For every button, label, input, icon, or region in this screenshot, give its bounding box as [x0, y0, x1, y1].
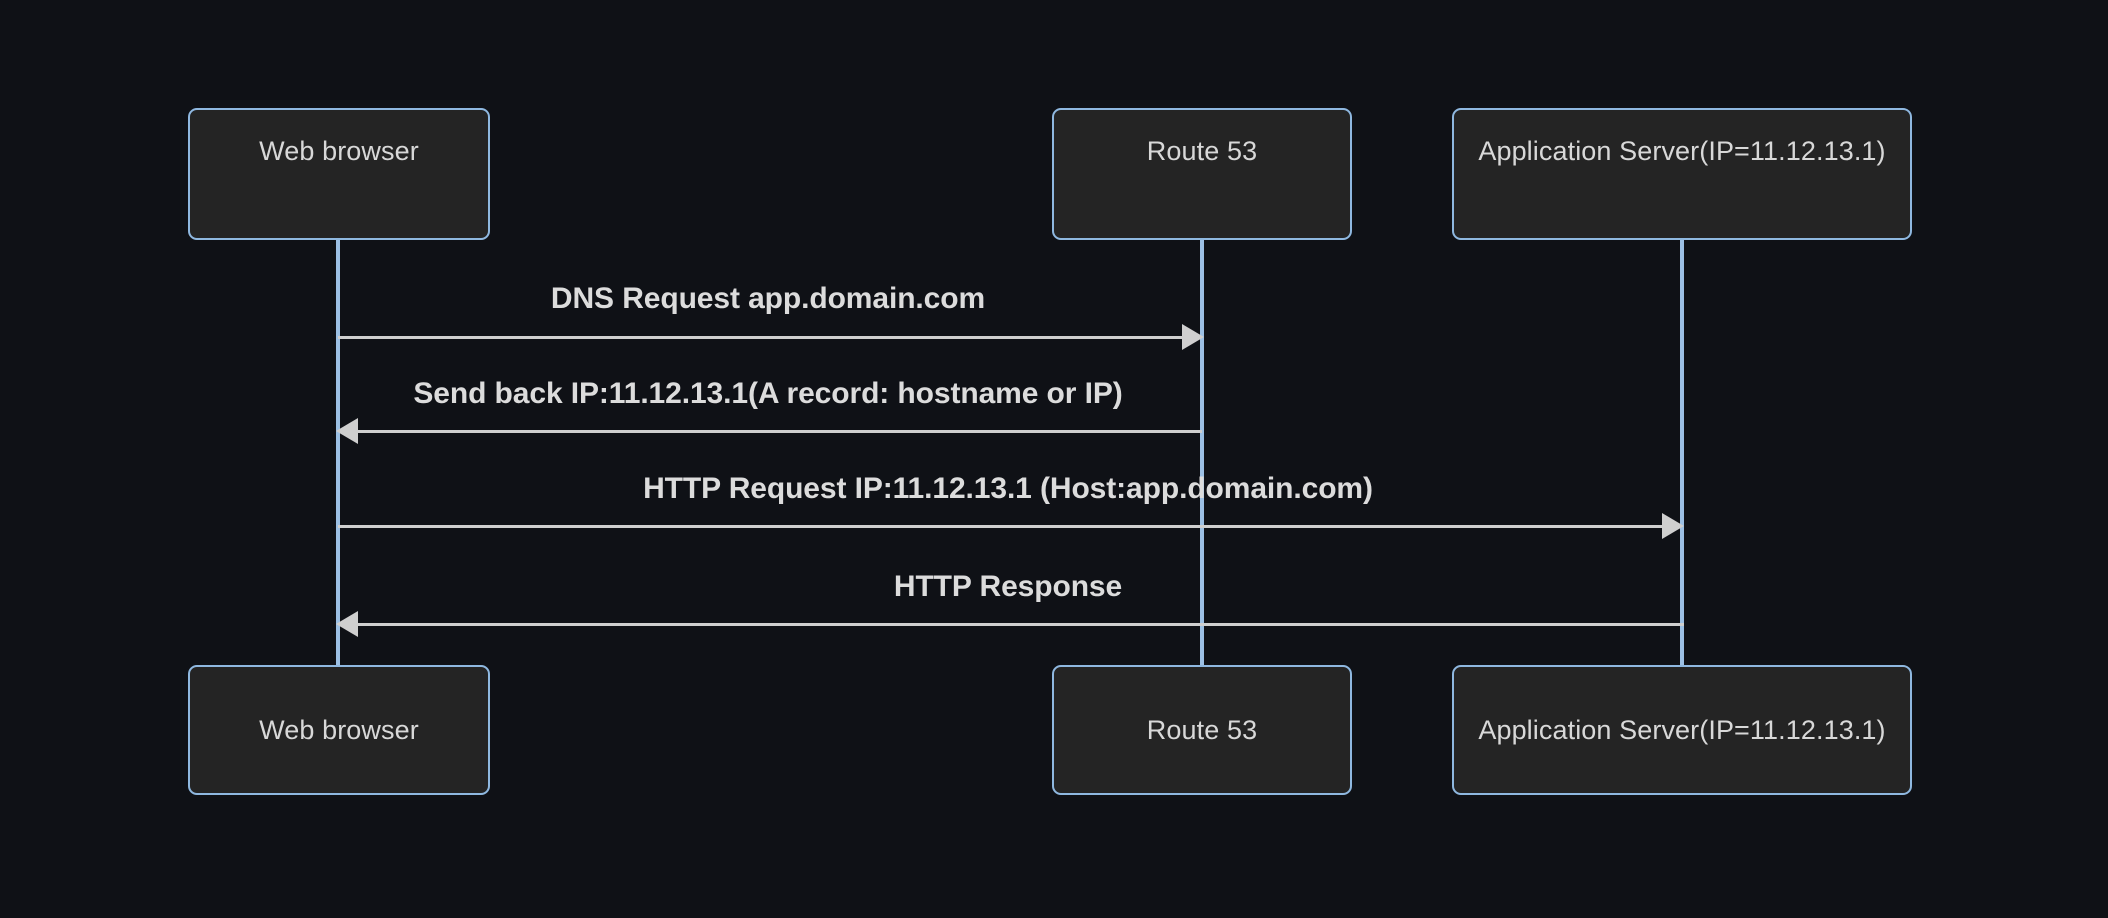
message-line-http-request: [338, 525, 1664, 528]
arrowhead-dns-response: [336, 418, 358, 444]
participant-box-web-browser-top[interactable]: Web browser: [188, 108, 490, 240]
lifeline-application-server: [1680, 240, 1684, 665]
message-label-http-response: HTTP Response: [893, 570, 1123, 603]
participant-label-web-browser-top: Web browser: [259, 136, 419, 166]
participant-box-application-server-top[interactable]: Application Server(IP=11.12.13.1): [1452, 108, 1912, 240]
participant-label-route-53-bottom: Route 53: [1146, 714, 1258, 745]
participant-box-web-browser-bottom[interactable]: Web browser: [188, 665, 490, 795]
message-line-dns-response: [358, 430, 1202, 433]
arrowhead-http-request: [1662, 513, 1684, 539]
participant-box-application-server-bottom[interactable]: Application Server(IP=11.12.13.1): [1452, 665, 1912, 795]
participant-label-application-server-bottom: Application Server(IP=11.12.13.1): [1478, 714, 1886, 745]
participant-label-application-server-top: Application Server(IP=11.12.13.1): [1478, 136, 1886, 166]
message-label-http-request: HTTP Request IP:11.12.13.1 (Host:app.dom…: [643, 472, 1373, 505]
participant-label-web-browser-bottom: Web browser: [259, 714, 419, 745]
arrowhead-dns-request: [1182, 324, 1204, 350]
lifeline-web-browser: [336, 240, 340, 665]
participant-box-route-53-top[interactable]: Route 53: [1052, 108, 1352, 240]
message-line-dns-request: [338, 336, 1184, 339]
message-label-dns-response: Send back IP:11.12.13.1(A record: hostna…: [413, 377, 1123, 410]
lifeline-route-53: [1200, 240, 1204, 665]
participant-box-route-53-bottom[interactable]: Route 53: [1052, 665, 1352, 795]
message-line-http-response: [358, 623, 1684, 626]
participant-label-route-53-top: Route 53: [1146, 136, 1258, 166]
message-label-dns-request: DNS Request app.domain.com: [550, 282, 986, 315]
arrowhead-http-response: [336, 611, 358, 637]
